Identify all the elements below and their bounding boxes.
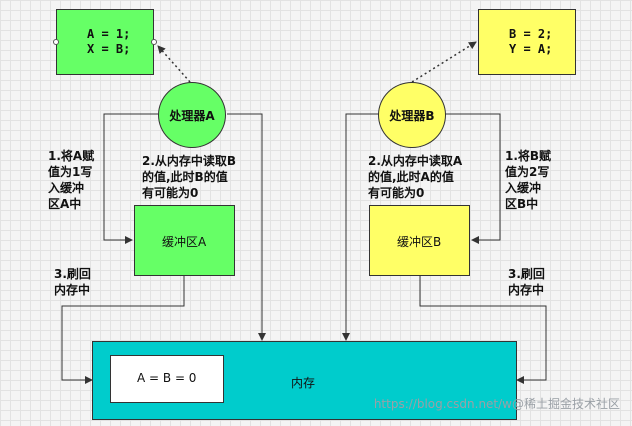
register-box-b: B = 2; Y = A; <box>478 9 576 75</box>
arrow-buffer-a-to-memory <box>61 276 185 384</box>
selection-handle[interactable] <box>151 39 157 45</box>
memory-value: A = B = 0 <box>137 371 197 385</box>
buffer-a: 缓冲区A <box>134 205 235 276</box>
memory-label: 内存 <box>291 376 316 390</box>
arrow-proc-b-to-reg-b <box>411 41 477 83</box>
memory-value-box: A = B = 0 <box>110 355 224 403</box>
watermark: https://blog.csdn.net/w@稀土掘金技术社区 <box>373 397 620 411</box>
arrow-proc-b-to-buffer-b <box>444 113 501 244</box>
step2-a-label: 2.从内存中读取B 的值,此时B的值 有可能为0 <box>142 154 237 200</box>
reg-a-line1: A = 1; <box>87 27 131 41</box>
step1-a-label: 1.将A赋 值为1写 入缓冲 区A中 <box>48 149 95 211</box>
buffer-a-label: 缓冲区A <box>162 235 207 249</box>
arrow-proc-a-to-buffer-a <box>103 113 158 244</box>
memory-block: A = B = 0 内存 <box>92 341 517 420</box>
processor-a: 处理器A <box>158 82 226 148</box>
reg-b-line1: B = 2; <box>509 27 553 41</box>
arrow-buffer-b-to-memory <box>419 276 547 384</box>
selection-handle[interactable] <box>53 39 59 45</box>
buffer-b-label: 缓冲区B <box>397 235 442 249</box>
arrow-proc-b-to-memory <box>342 113 380 341</box>
processor-b: 处理器B <box>378 82 446 148</box>
register-box-a: A = 1; X = B; <box>56 9 154 75</box>
step1-b-label: 1.将B赋 值为2写 入缓冲 区B中 <box>505 149 552 211</box>
flush-a-label: 3.刷回 内存中 <box>54 267 91 297</box>
arrow-proc-a-to-reg-a <box>157 45 191 83</box>
arrow-proc-a-to-memory <box>227 113 266 341</box>
reg-a-line2: X = B; <box>87 42 131 56</box>
buffer-b: 缓冲区B <box>369 205 470 276</box>
flush-b-label: 3.刷回 内存中 <box>508 267 545 297</box>
reg-b-line2: Y = A; <box>509 42 553 56</box>
step2-b-label: 2.从内存中读取A 的值,此时A的值 有可能为0 <box>368 154 463 200</box>
